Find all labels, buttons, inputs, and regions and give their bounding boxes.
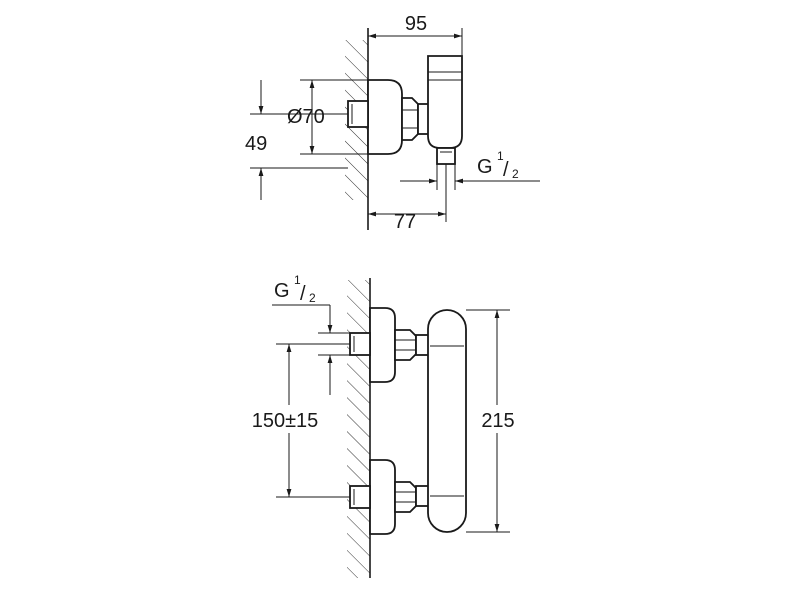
top-flange	[367, 79, 403, 155]
dim-49-label: 49	[245, 133, 267, 155]
front-thread-den: 2	[309, 291, 316, 305]
top-thread-g: G	[477, 156, 493, 178]
top-thread-den: 2	[512, 167, 519, 181]
top-inlet-stub	[347, 100, 369, 128]
front-lower-inlet	[349, 485, 371, 509]
top-view: 95 Ø70 49 G 1 / 2 77	[245, 13, 540, 233]
svg-text:/: /	[503, 159, 509, 181]
front-lower-nut	[394, 481, 417, 513]
front-upper-nut	[394, 329, 417, 361]
svg-text:/: /	[300, 283, 306, 305]
front-valve-body	[427, 309, 467, 533]
wall-hatch-front	[347, 280, 370, 578]
top-thread-num: 1	[497, 149, 504, 163]
top-outlet-stub	[436, 147, 456, 165]
dim-77-label: 77	[394, 211, 416, 233]
front-thread-num: 1	[294, 273, 301, 287]
front-upper-inlet	[349, 332, 371, 356]
dim-215-label: 215	[481, 410, 514, 432]
dim-spacing-label: 150±15	[252, 410, 319, 432]
top-valve-body	[427, 55, 463, 149]
front-lower-flange	[369, 459, 396, 535]
top-nut	[401, 97, 419, 141]
dim-diameter-label: Ø70	[287, 106, 325, 128]
dim-95-label: 95	[405, 13, 427, 35]
front-upper-flange	[369, 307, 396, 383]
front-thread-g: G	[274, 280, 290, 302]
front-view: G 1 / 2 150±15 215	[236, 273, 522, 578]
